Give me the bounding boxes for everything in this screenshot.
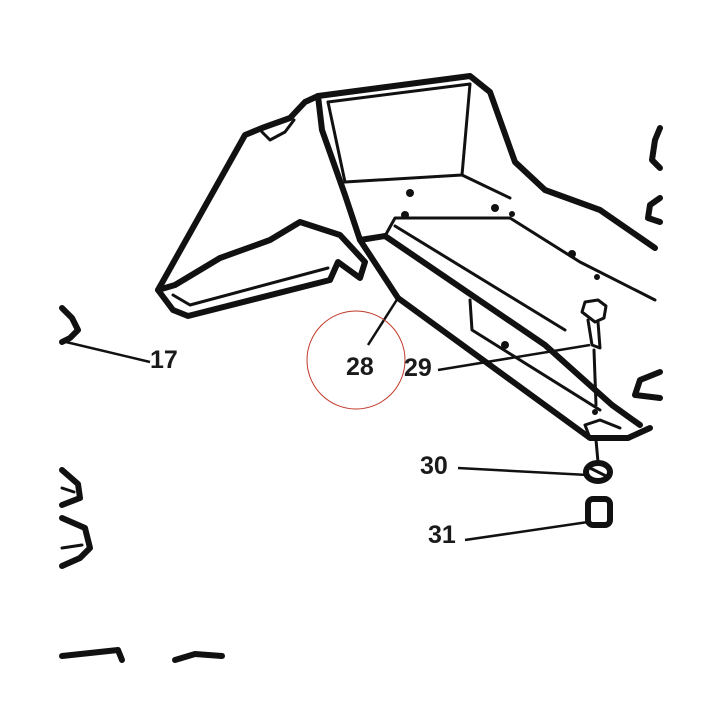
frame-assembly (155, 73, 663, 441)
leader-17 (65, 340, 151, 364)
part-number-29: 29 (404, 354, 432, 382)
nut-part (583, 438, 613, 484)
leader-31 (464, 520, 589, 542)
part-number-31: 31 (428, 521, 456, 549)
bushing-part (585, 496, 613, 528)
highlight-circle (306, 310, 406, 410)
part-number-30: 30 (420, 452, 448, 480)
part-number-17: 17 (150, 346, 178, 374)
leader-30 (457, 466, 589, 477)
leader-29 (437, 343, 591, 372)
bolt-part (580, 298, 608, 407)
part-number-28: 28 (346, 353, 374, 381)
left-partial-parts (59, 305, 225, 663)
leader-28 (366, 297, 400, 346)
leader-lines (65, 297, 591, 542)
